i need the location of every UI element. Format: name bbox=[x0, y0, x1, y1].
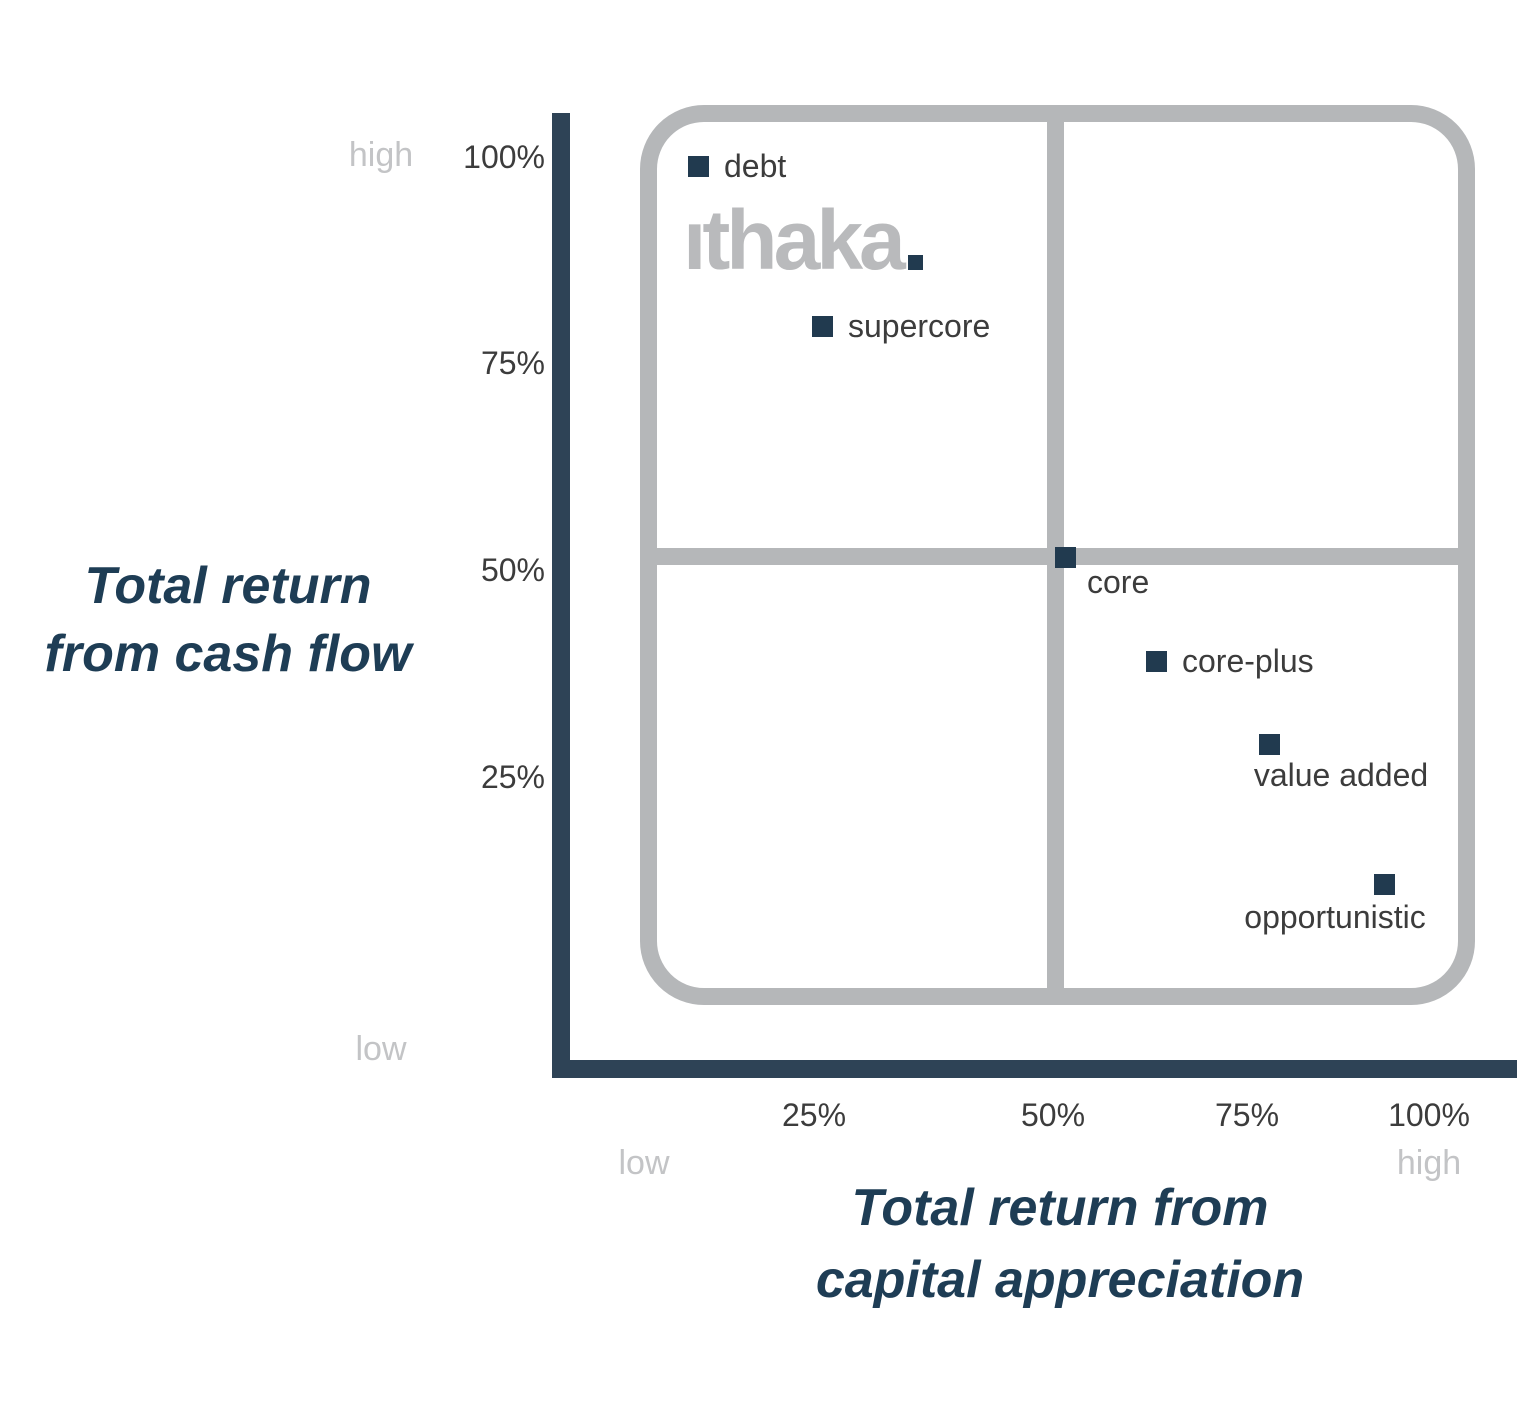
x-axis-title-line2: capital appreciation bbox=[815, 1251, 1305, 1309]
point-label-value-added: value added bbox=[1253, 757, 1429, 793]
y-axis-title-line2: from cash flow bbox=[44, 625, 412, 683]
point-label-core: core bbox=[1087, 564, 1150, 600]
x-tick-100%: 100% bbox=[1388, 1097, 1470, 1133]
point-label-core-plus: core-plus bbox=[1182, 643, 1314, 679]
y-axis-title: Total return from cash flow bbox=[18, 552, 438, 688]
y-axis-title-line1: Total return bbox=[84, 557, 372, 615]
point-marker-supercore bbox=[812, 316, 833, 337]
y-axis-line bbox=[552, 113, 570, 1078]
y-tick-50%: 50% bbox=[480, 552, 545, 588]
point-label-supercore: supercore bbox=[848, 308, 991, 344]
y-axis-high-label: high bbox=[348, 136, 414, 174]
point-marker-core-plus bbox=[1146, 651, 1167, 672]
point-marker-debt bbox=[688, 156, 709, 177]
x-axis-title-line1: Total return from bbox=[851, 1179, 1269, 1237]
ithaka-logo: ıthaka bbox=[683, 198, 923, 282]
x-tick-25%: 25% bbox=[781, 1097, 847, 1133]
y-tick-25%: 25% bbox=[480, 759, 545, 795]
ithaka-logo-text: ıthaka bbox=[683, 193, 906, 287]
y-tick-75%: 75% bbox=[480, 345, 545, 381]
y-axis-low-label: low bbox=[355, 1030, 407, 1068]
x-tick-50%: 50% bbox=[1020, 1097, 1086, 1133]
point-marker-opportunistic bbox=[1374, 874, 1395, 895]
x-axis-line bbox=[552, 1060, 1517, 1078]
point-label-opportunistic: opportunistic bbox=[1244, 899, 1426, 935]
x-axis-low-label: low bbox=[618, 1144, 670, 1182]
point-marker-core bbox=[1055, 547, 1076, 568]
x-tick-75%: 75% bbox=[1214, 1097, 1280, 1133]
y-tick-100%: 100% bbox=[463, 139, 545, 175]
x-axis-high-label: high bbox=[1396, 1144, 1462, 1182]
point-marker-value-added bbox=[1259, 734, 1280, 755]
x-axis-title: Total return from capital appreciation bbox=[700, 1172, 1420, 1316]
ithaka-logo-dot bbox=[907, 255, 923, 270]
point-label-debt: debt bbox=[724, 148, 787, 184]
